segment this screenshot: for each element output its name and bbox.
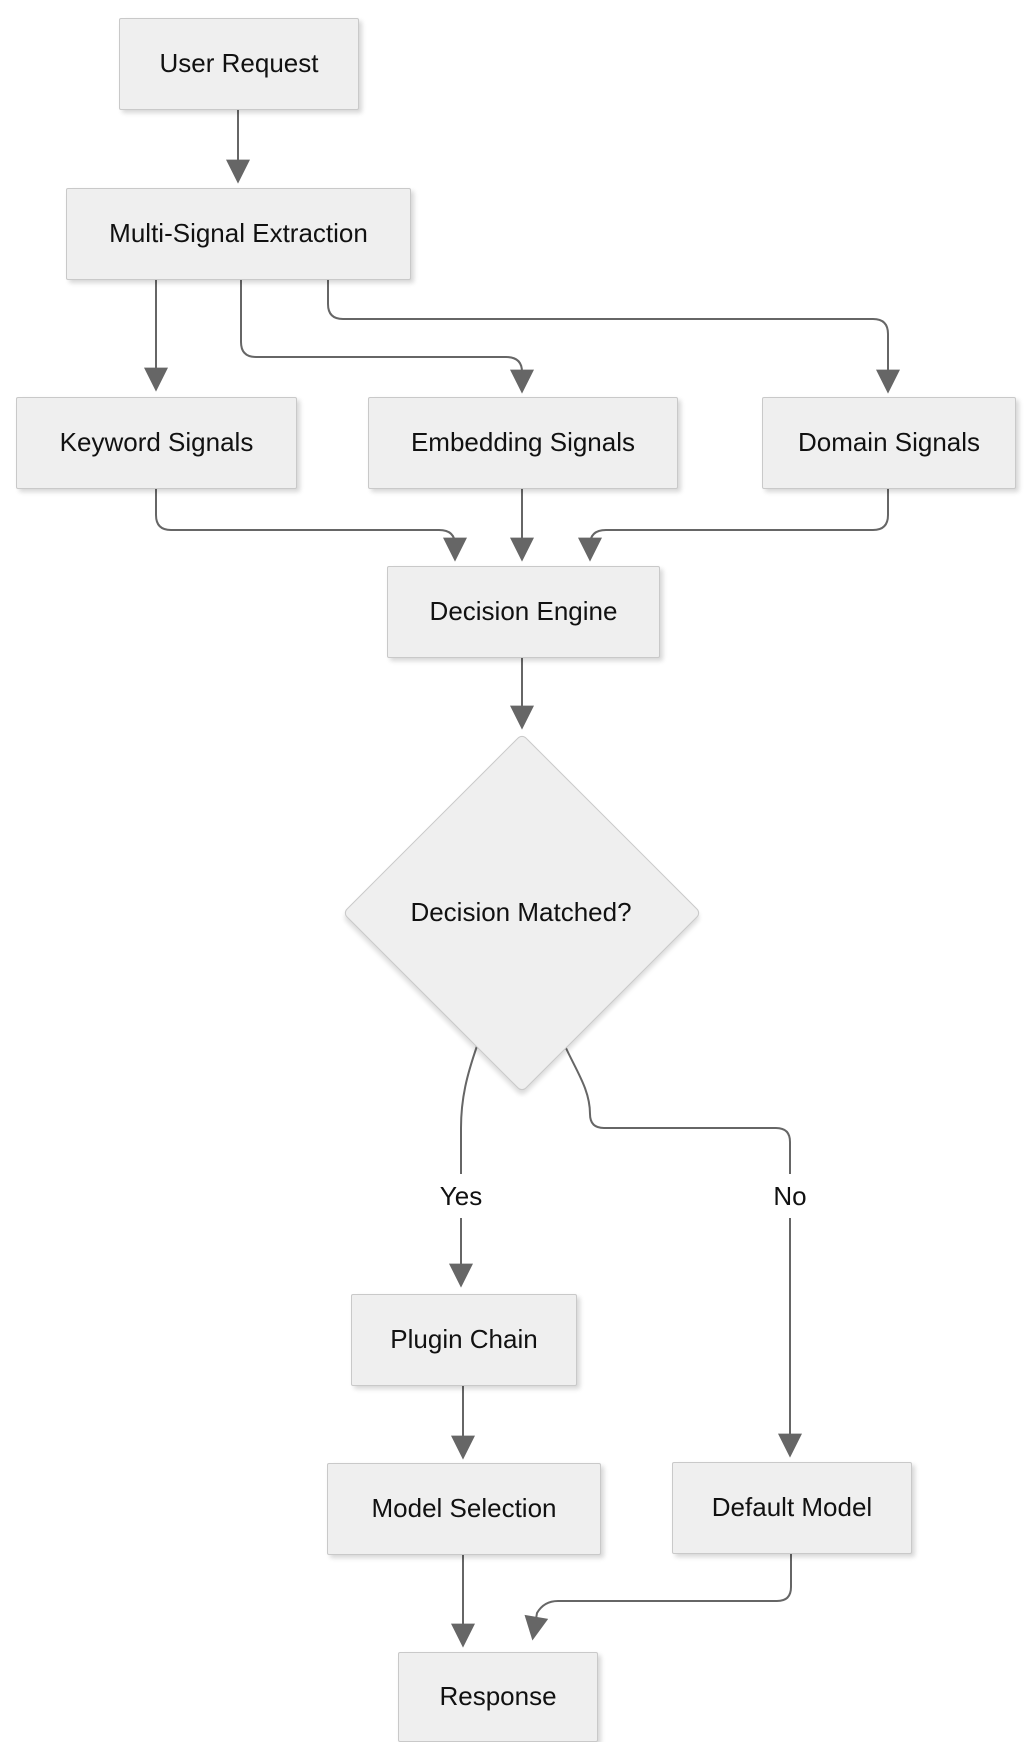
node-default-model: Default Model (672, 1462, 912, 1554)
edge-domain-to-decision-engine (578, 488, 889, 562)
edge-label-no: No (773, 1180, 807, 1211)
node-keyword-signals: Keyword Signals (16, 397, 297, 489)
node-user-request-label: User Request (159, 48, 319, 79)
edge-multi-signal-to-embedding (240, 278, 534, 394)
edge-multi-signal-to-domain (327, 278, 900, 394)
node-domain-signals: Domain Signals (762, 397, 1016, 489)
node-embedding-signals: Embedding Signals (368, 397, 678, 489)
edge-no-upper-segment (564, 1045, 791, 1174)
node-plugin-chain-label: Plugin Chain (390, 1324, 538, 1355)
node-decision-engine-label: Decision Engine (429, 596, 618, 627)
node-model-selection: Model Selection (327, 1463, 601, 1555)
node-model-selection-label: Model Selection (371, 1493, 557, 1524)
node-default-model-label: Default Model (711, 1492, 873, 1523)
node-keyword-signals-label: Keyword Signals (59, 427, 254, 458)
edge-label-yes: Yes (439, 1180, 483, 1211)
node-domain-signals-label: Domain Signals (797, 427, 981, 458)
edge-yes-upper-segment (460, 1045, 478, 1174)
node-decision-engine: Decision Engine (387, 566, 660, 658)
node-embedding-signals-label: Embedding Signals (410, 427, 636, 458)
node-response: Response (398, 1652, 598, 1742)
node-multi-signal-extraction-label: Multi-Signal Extraction (109, 218, 368, 249)
edge-keyword-to-decision-engine (155, 488, 467, 562)
node-user-request: User Request (119, 18, 359, 110)
node-response-label: Response (439, 1681, 557, 1712)
node-decision-matched-label: Decision Matched? (410, 896, 632, 927)
edge-default-model-to-response (524, 1553, 792, 1641)
node-plugin-chain: Plugin Chain (351, 1294, 577, 1386)
node-multi-signal-extraction: Multi-Signal Extraction (66, 188, 411, 280)
